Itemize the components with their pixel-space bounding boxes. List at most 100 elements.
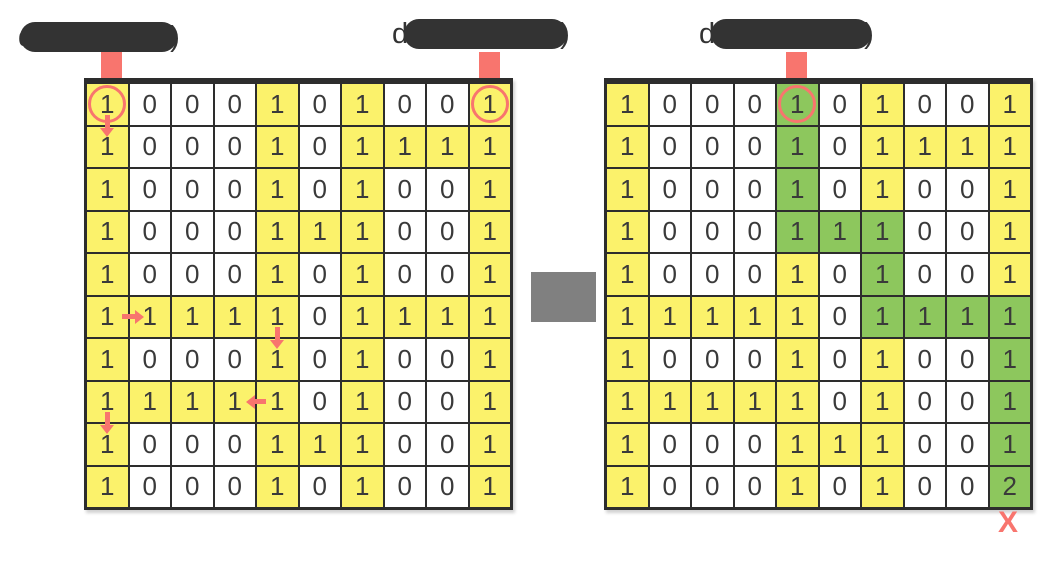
redaction-bar [404,19,568,49]
grid-cell: 0 [734,466,775,507]
grid-cell: 1 [862,254,903,295]
redaction-bar [711,19,872,49]
grid-cell: 1 [342,254,383,295]
grid-cell: 0 [904,466,945,507]
grid-cell: 0 [384,381,425,422]
grid-cell: 1 [342,381,383,422]
grid-cell: 0 [904,211,945,252]
grid-cell: 0 [734,84,775,125]
grid-cell: 0 [947,339,988,380]
grid-cell: 1 [989,296,1030,337]
grid-cell: 0 [214,424,255,465]
grid-cell: 1 [904,296,945,337]
grid-cell: 1 [342,211,383,252]
grid-cell: 0 [299,126,340,167]
grid-cell: 0 [649,211,690,252]
grid-cell: 1 [862,169,903,210]
failure-x-mark: X [998,506,1019,539]
grid-cell: 0 [819,126,860,167]
grid-cell: 1 [777,126,818,167]
grid-cell: 0 [649,126,690,167]
grid-cell: 1 [862,339,903,380]
grid-cell: 1 [257,424,298,465]
grid-cell: 0 [692,84,733,125]
grid-cell: 0 [129,84,170,125]
grid-cell: 0 [734,126,775,167]
highlight-circle [778,85,817,124]
grid-cell: 0 [692,211,733,252]
grid-cell: 0 [129,466,170,507]
grid-cell: 0 [384,169,425,210]
grid-cell: 1 [87,211,128,252]
grid-cell: 1 [607,211,648,252]
grid-cell: 1 [299,211,340,252]
grid-cell: 0 [947,211,988,252]
callout-connector [101,52,122,79]
grid-cell: 0 [819,254,860,295]
grid-cell: 1 [342,296,383,337]
grid-cell: 0 [734,169,775,210]
grid-cell: 1 [989,84,1030,125]
grid-cell: 1 [777,254,818,295]
grid-cell: 1 [87,254,128,295]
grid-cell: 0 [947,466,988,507]
grid-cell: 0 [299,339,340,380]
grid-cell: 1 [989,211,1030,252]
grid-cell: 1 [257,466,298,507]
traversal-arrow-down [270,327,285,349]
grid-cell: 0 [734,211,775,252]
grid-cell: 0 [947,381,988,422]
grid-cell: 0 [214,254,255,295]
grid-cell: 1 [172,381,213,422]
grid-cell: 0 [947,84,988,125]
grid-cell: 0 [904,424,945,465]
grid-cell: 0 [172,211,213,252]
grid-cell: 0 [427,466,468,507]
grid-cell: 0 [947,424,988,465]
grid-cell: 0 [904,339,945,380]
grid-cell: 1 [342,424,383,465]
grid-cell: 1 [607,169,648,210]
grid-cell: 0 [129,126,170,167]
grid-cell: 1 [469,169,510,210]
grid-cell: 0 [947,254,988,295]
grid-cell: 0 [819,84,860,125]
grid-cell: 0 [649,424,690,465]
grid-cell: 1 [469,466,510,507]
grid-cell: 1 [777,169,818,210]
grid-cell: 0 [172,126,213,167]
grid-cell: 1 [469,254,510,295]
grid-cell: 1 [734,381,775,422]
highlight-circle [470,85,509,124]
grid-cell: 1 [469,339,510,380]
callout-connector [479,52,500,79]
grid-cell: 0 [214,126,255,167]
grid-cell: 1 [87,466,128,507]
grid-cell: 1 [172,296,213,337]
grid-cell: 0 [692,254,733,295]
grid-cell: 1 [469,126,510,167]
grid-cell: 1 [342,84,383,125]
grid-cell: 0 [129,169,170,210]
grid-cell: 0 [299,169,340,210]
grid-cell: 0 [427,424,468,465]
grid-cell: 1 [129,381,170,422]
grid-cell: 0 [692,466,733,507]
grid-cell: 1 [862,381,903,422]
grid-cell: 0 [299,466,340,507]
grid-cell: 0 [649,84,690,125]
grid-cell: 0 [692,339,733,380]
grid-cell: 1 [989,126,1030,167]
grid-cell: 0 [172,254,213,295]
grid-cell: 0 [649,466,690,507]
grid-cell: 1 [607,84,648,125]
grid-cell: 1 [989,381,1030,422]
grid-cell: 0 [819,381,860,422]
grid-cell: 1 [862,466,903,507]
traversal-arrow-right [121,309,144,324]
grid-cell: 1 [299,424,340,465]
grid-cell: 1 [427,296,468,337]
grid-cell: 1 [607,254,648,295]
